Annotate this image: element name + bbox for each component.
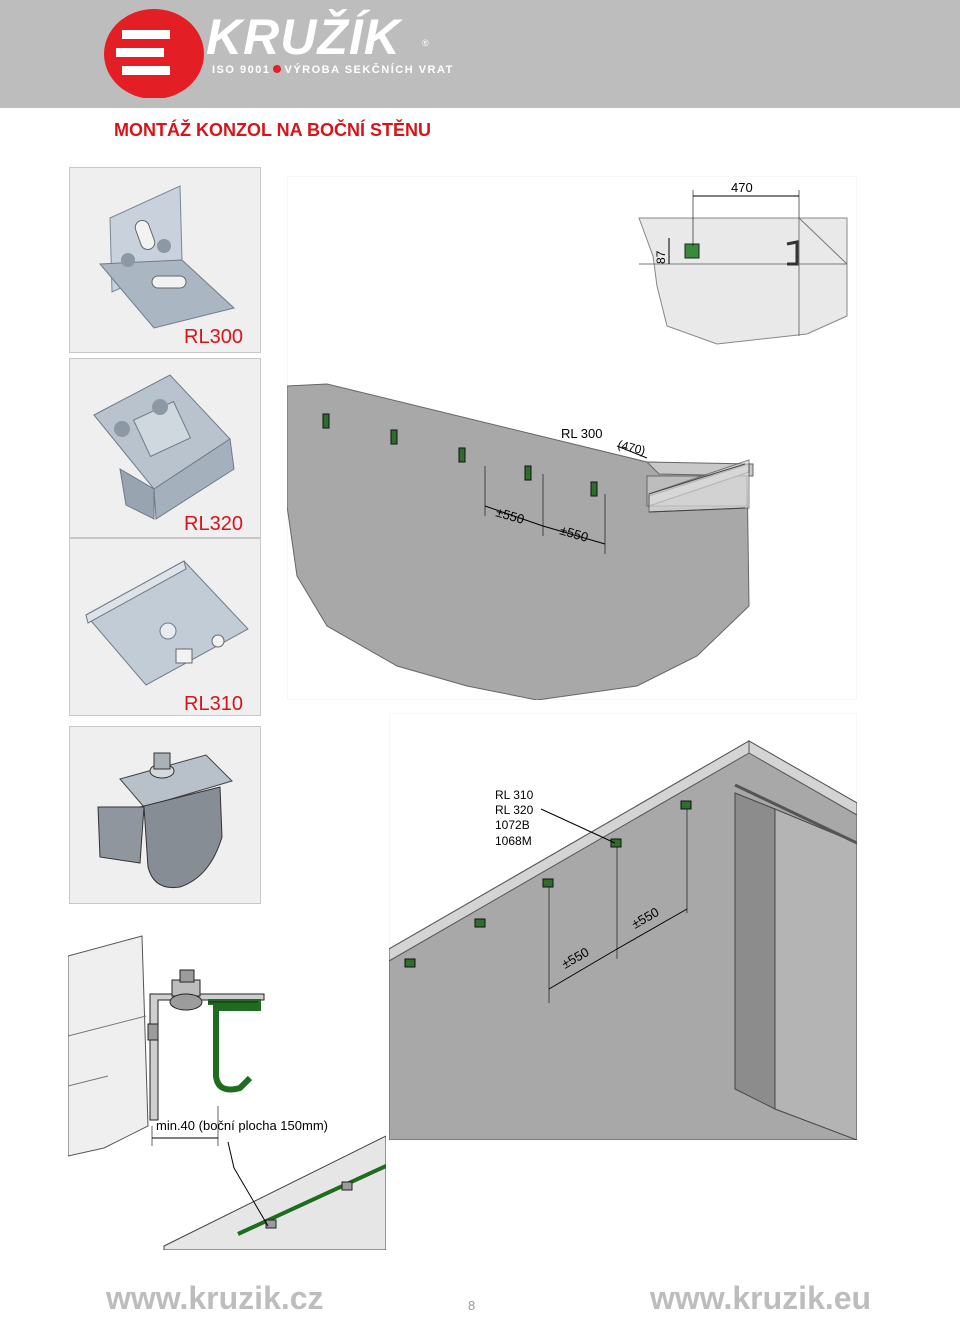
min-distance-label: min.40 (boční plocha 150mm) [156,1118,328,1133]
bracket-rl300-image [98,185,236,329]
dot-icon [273,65,282,73]
product-label-rl300: RL300 [184,326,243,348]
registered-mark: ® [422,38,429,48]
brand-tagline: ISO 9001 VÝROBA SEKČNÍCH VRAT [212,64,454,76]
mounting-detail-diagram: min.40 (boční plocha 150mm) [68,916,386,1250]
wall-diagram-mid: RL 310 RL 320 1072B 1068M ±550 ±550 [389,713,857,1140]
bracket-rl320-image [93,374,235,520]
brand-logo [104,9,204,98]
product-panel-rl300: RL300 [69,167,261,353]
mid-label-2: RL 320 [495,803,534,817]
product-label-rl310: RL310 [184,693,243,715]
mid-label-1: RL 310 [495,788,534,802]
iso-label: ISO 9001 [212,64,271,76]
page-title: MONTÁŽ KONZOL NA BOČNÍ STĚNU [114,120,431,140]
product-label-rl320: RL320 [184,513,243,535]
dim-470-label: 470 [731,180,753,195]
mid-label-4: 1068M [495,834,532,848]
dim-87-label: 87 [654,250,668,264]
brand-name: KRUŽÍK [206,9,401,65]
mid-label-3: 1072B [495,818,530,832]
tagline-text: VÝROBA SEKČNÍCH VRAT [284,64,454,76]
rl300-label: RL 300 [561,426,602,441]
bracket-rl310-image [85,560,249,686]
footer-url-right[interactable]: www.kruzik.eu [650,1280,872,1316]
product-panel-rl320: RL320 [69,358,261,538]
dim-470-paren-label: (470) [616,437,647,457]
bracket-assembly-image [97,752,233,889]
wall-diagram-top: 470 87 RL 300 (470) ±550 ±550 [287,176,857,700]
page-number: 8 [468,1298,476,1313]
product-panel-bracket-assembly [69,726,261,904]
footer-url-left[interactable]: www.kruzik.cz [106,1280,324,1316]
product-panel-rl310: RL310 [69,538,261,716]
header-bar: KRUŽÍK ® ISO 9001 VÝROBA SEKČNÍCH VRAT [0,0,960,108]
